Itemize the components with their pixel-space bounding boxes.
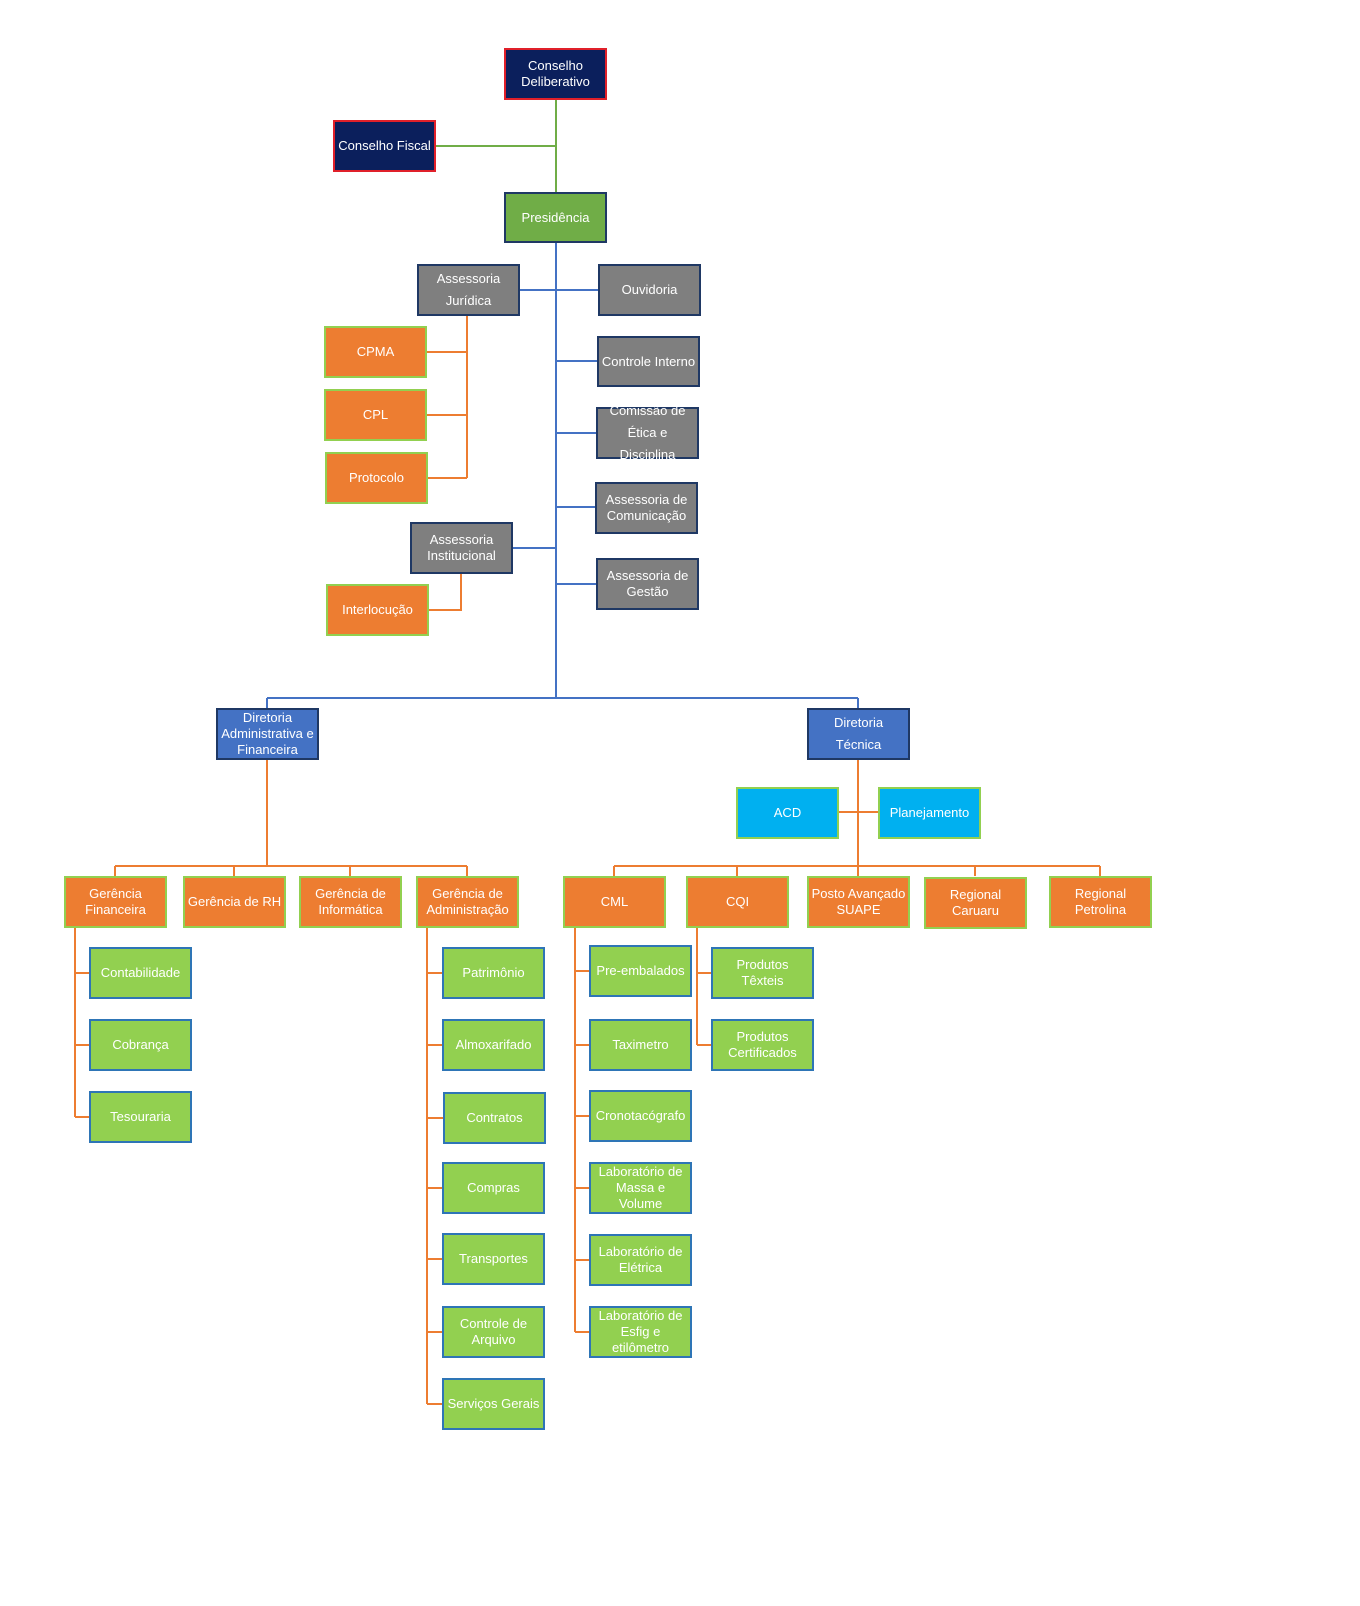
node-almoxarifado[interactable]: Almoxarifado: [442, 1019, 545, 1071]
node-produtos-texteis[interactable]: Produtos Têxteis: [711, 947, 814, 999]
node-gerencia-rh[interactable]: Gerência de RH: [183, 876, 286, 928]
node-posto-suape[interactable]: Posto Avançado SUAPE: [807, 876, 910, 928]
node-compras[interactable]: Compras: [442, 1162, 545, 1214]
node-contabilidade[interactable]: Contabilidade: [89, 947, 192, 999]
node-transportes[interactable]: Transportes: [442, 1233, 545, 1285]
connector-line: [428, 573, 462, 611]
node-pre-embalados[interactable]: Pre-embalados: [589, 945, 692, 997]
node-presidencia[interactable]: Presidência: [504, 192, 607, 243]
node-ouvidoria[interactable]: Ouvidoria: [598, 264, 701, 316]
node-comissao-etica[interactable]: Comissão de Ética e Disciplina: [596, 403, 699, 462]
node-cronotacografo[interactable]: Cronotacógrafo: [589, 1090, 692, 1142]
node-cpl[interactable]: CPL: [324, 389, 427, 441]
node-gerencia-administracao[interactable]: Gerência de Administração: [416, 876, 519, 928]
connectors-presidencia: [266, 243, 859, 708]
node-interlocucao[interactable]: Interlocução: [326, 584, 429, 636]
node-assessoria-gestao[interactable]: Assessoria de Gestão: [596, 558, 699, 610]
node-contratos[interactable]: Contratos: [443, 1092, 546, 1144]
connectors-departments: [74, 316, 1101, 1405]
node-acd[interactable]: ACD: [736, 787, 839, 839]
node-taximetro[interactable]: Taximetro: [589, 1019, 692, 1071]
node-cobranca[interactable]: Cobrança: [89, 1019, 192, 1071]
node-assessoria-juridica[interactable]: Assessoria Jurídica: [417, 264, 520, 316]
node-gerencia-financeira[interactable]: Gerência Financeira: [64, 876, 167, 928]
node-regional-caruaru[interactable]: Regional Caruaru: [924, 877, 1027, 929]
node-gerencia-informatica[interactable]: Gerência de Informática: [299, 876, 402, 928]
node-lab-massa-volume[interactable]: Laboratório de Massa e Volume: [589, 1162, 692, 1214]
node-cml[interactable]: CML: [563, 876, 666, 928]
node-conselho-deliberativo[interactable]: Conselho Deliberativo: [504, 48, 607, 100]
node-diretoria-tecnica[interactable]: Diretoria Técnica: [807, 708, 910, 760]
node-regional-petrolina[interactable]: Regional Petrolina: [1049, 876, 1152, 928]
node-planejamento[interactable]: Planejamento: [878, 787, 981, 839]
node-cpma[interactable]: CPMA: [324, 326, 427, 378]
node-assessoria-institucional[interactable]: Assessoria Institucional: [410, 522, 513, 574]
node-lab-esfig-etilometro[interactable]: Laboratório de Esfig e etilômetro: [589, 1306, 692, 1358]
node-tesouraria[interactable]: Tesouraria: [89, 1091, 192, 1143]
node-conselho-fiscal[interactable]: Conselho Fiscal: [333, 120, 436, 172]
node-lab-eletrica[interactable]: Laboratório de Elétrica: [589, 1234, 692, 1286]
node-produtos-certificados[interactable]: Produtos Certificados: [711, 1019, 814, 1071]
node-assessoria-comunicacao[interactable]: Assessoria de Comunicação: [595, 482, 698, 534]
node-controle-interno[interactable]: Controle Interno: [597, 336, 700, 387]
connectors-top: [436, 100, 557, 193]
node-protocolo[interactable]: Protocolo: [325, 452, 428, 504]
node-patrimonio[interactable]: Patrimônio: [442, 947, 545, 999]
node-diretoria-adm-financeira[interactable]: Diretoria Administrativa e Financeira: [216, 708, 319, 760]
node-controle-arquivo[interactable]: Controle de Arquivo: [442, 1306, 545, 1358]
node-servicos-gerais[interactable]: Serviços Gerais: [442, 1378, 545, 1430]
node-cqi[interactable]: CQI: [686, 876, 789, 928]
